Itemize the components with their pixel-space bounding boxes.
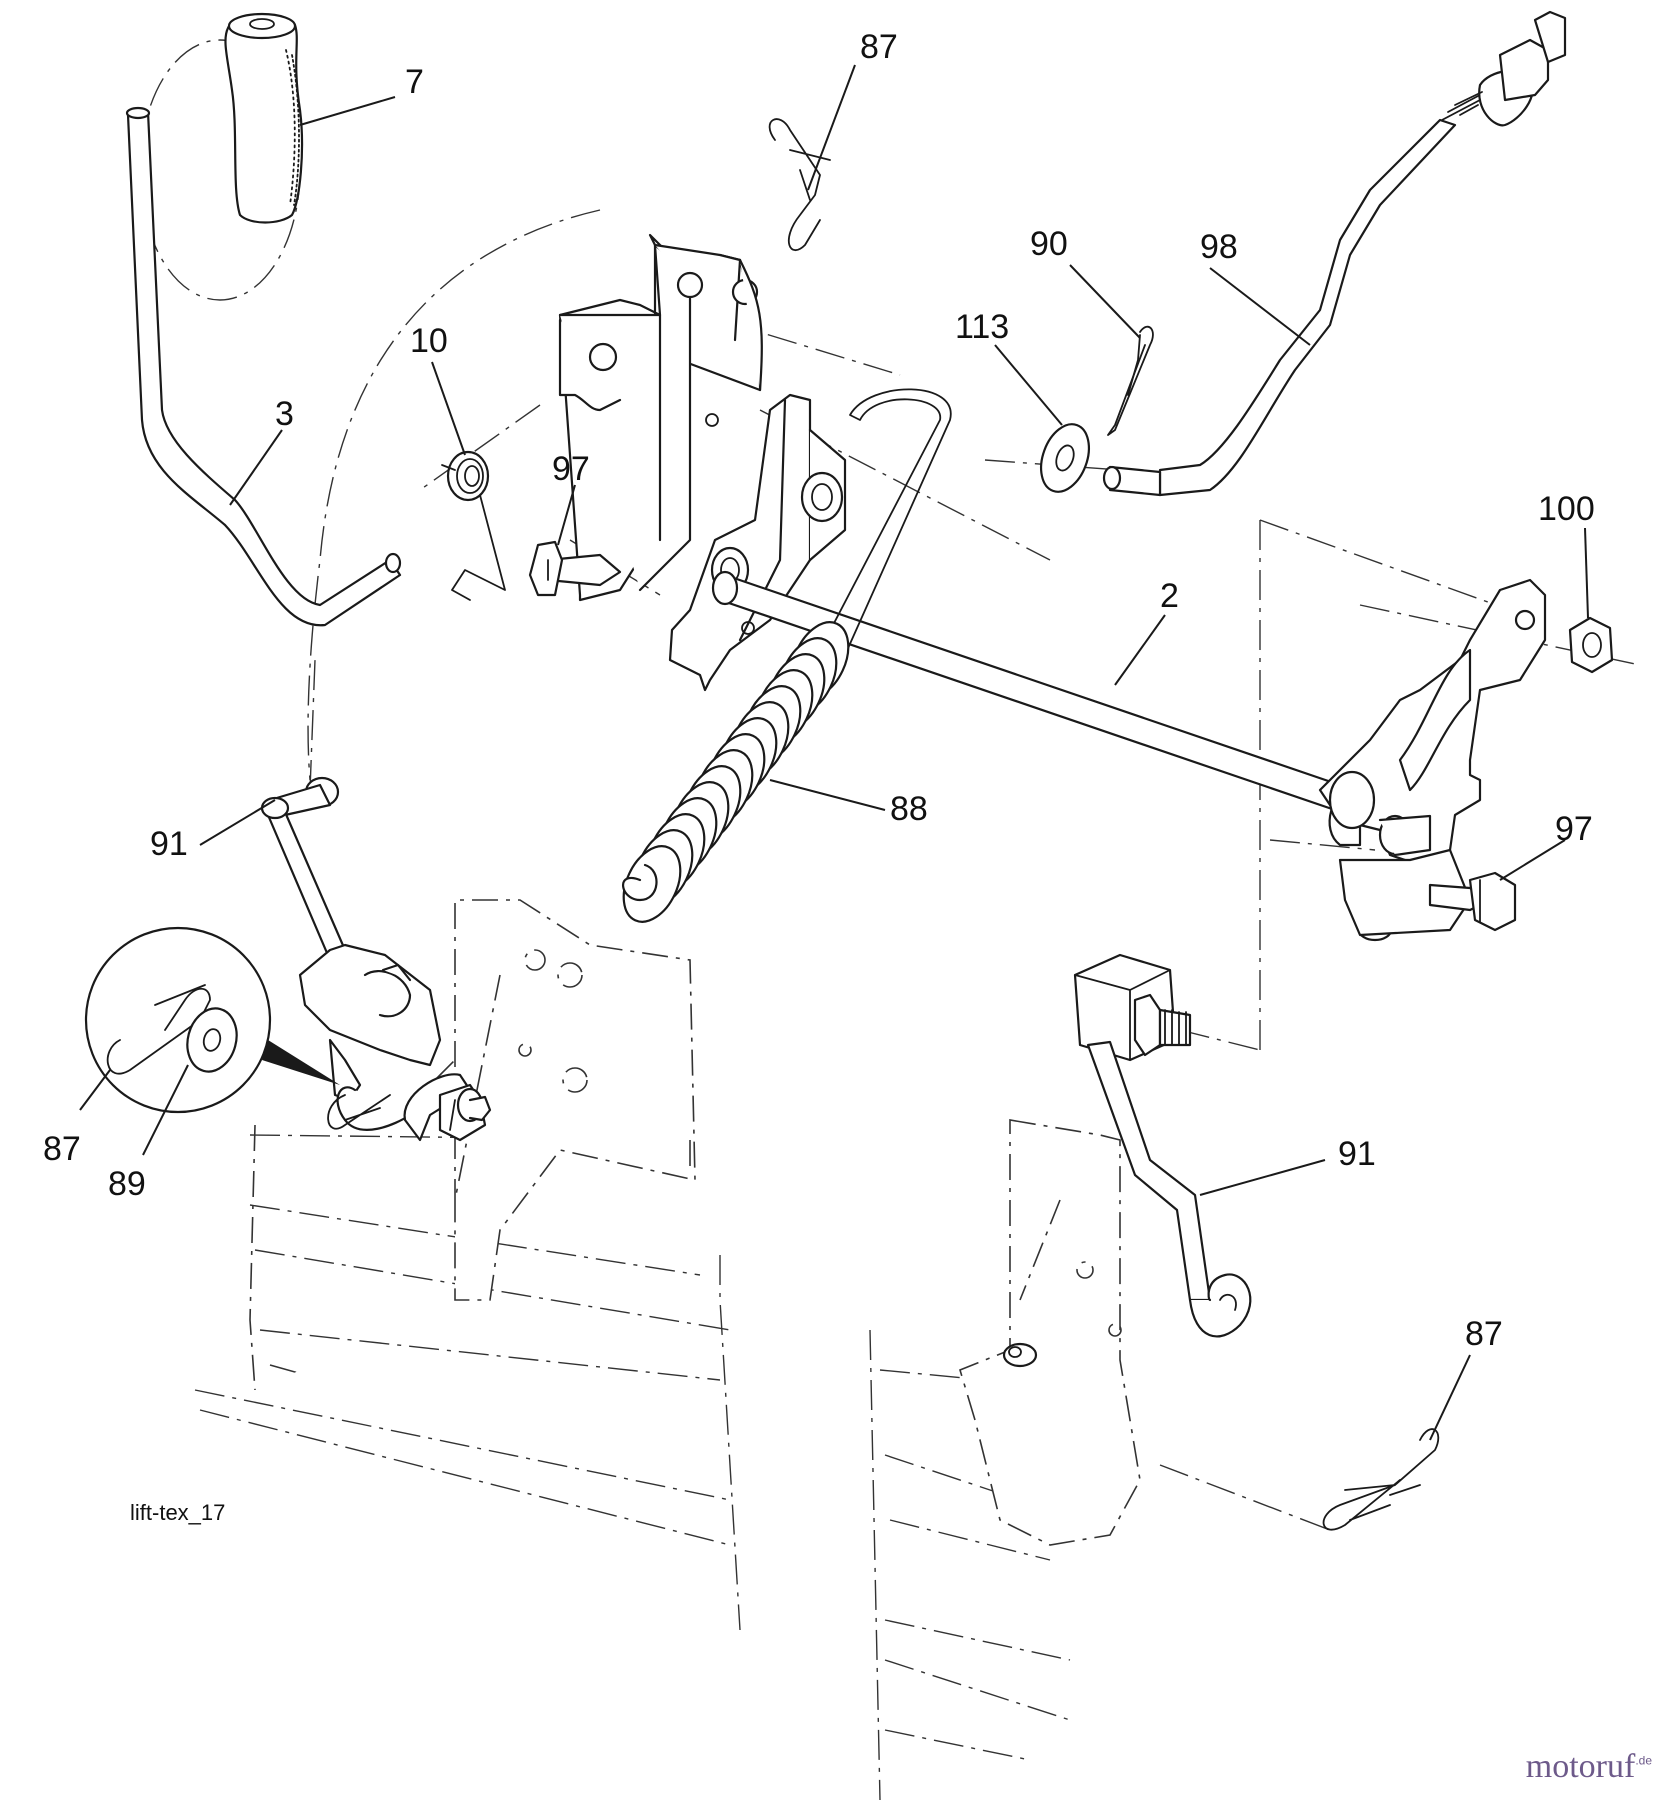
callout-97-left: 97	[552, 450, 590, 488]
callout-89: 89	[108, 1165, 146, 1203]
callout-3: 3	[275, 395, 294, 433]
main-bracket	[558, 233, 763, 602]
callout-7: 7	[405, 63, 424, 101]
extension-spring	[622, 388, 952, 923]
inset-pointer	[262, 1040, 340, 1085]
handle-grip	[224, 12, 304, 224]
callout-labels: 7 87 90 98 113 10 3 97 2 100 88 91 97 87…	[43, 28, 1595, 1353]
callout-90: 90	[1030, 225, 1068, 263]
lock-nut-left	[438, 1083, 492, 1142]
flat-washer	[1040, 423, 1090, 493]
brand-watermark: motoruf.de	[1526, 1748, 1652, 1786]
detail-inset	[84, 926, 340, 1114]
leader-lines	[79, 64, 1589, 1441]
deck-bracket-left-ghost	[434, 899, 696, 1301]
shoulder-bolt-right	[1428, 871, 1517, 932]
hairpin-clip-90	[1107, 325, 1154, 436]
callout-97-right: 97	[1555, 810, 1593, 848]
brand-suffix: .de	[1635, 1753, 1652, 1768]
callout-98: 98	[1200, 228, 1238, 266]
hairpin-clip-87-top	[768, 118, 831, 252]
lift-arm-plate-left	[298, 943, 472, 1142]
inner-bracket	[668, 393, 847, 692]
callout-2: 2	[1160, 577, 1179, 615]
torsion-spring	[441, 450, 506, 601]
lift-arm-bracket-right	[1318, 578, 1547, 942]
callout-100: 100	[1538, 490, 1595, 528]
lift-link-left	[260, 776, 347, 962]
callout-88: 88	[890, 790, 928, 828]
callout-91-right: 91	[1338, 1135, 1376, 1173]
callout-87-top: 87	[860, 28, 898, 66]
hex-nut	[1568, 616, 1614, 674]
callout-113: 113	[955, 308, 1009, 346]
hairpin-clip-87-bottom	[1322, 1428, 1440, 1531]
callout-91-left: 91	[150, 825, 188, 863]
lift-lever	[125, 106, 402, 627]
shoulder-bolt-left	[528, 540, 622, 597]
deck-bracket-right-ghost	[959, 1119, 1141, 1546]
brand-name: motoruf	[1525, 1748, 1636, 1785]
inset-hairpin-clip	[106, 984, 211, 1075]
lift-link-rod	[1102, 10, 1567, 497]
lift-link-right	[1073, 953, 1252, 1338]
callout-10: 10	[410, 322, 448, 360]
diagram-caption: lift-tex_17	[130, 1500, 225, 1525]
hairpin-clip-87-left-installed	[327, 1094, 391, 1130]
callout-87-bottom: 87	[1465, 1315, 1503, 1353]
deck-front-ghost	[249, 1124, 691, 1391]
inset-washer	[186, 1007, 238, 1073]
callout-87-inset: 87	[43, 1130, 81, 1168]
